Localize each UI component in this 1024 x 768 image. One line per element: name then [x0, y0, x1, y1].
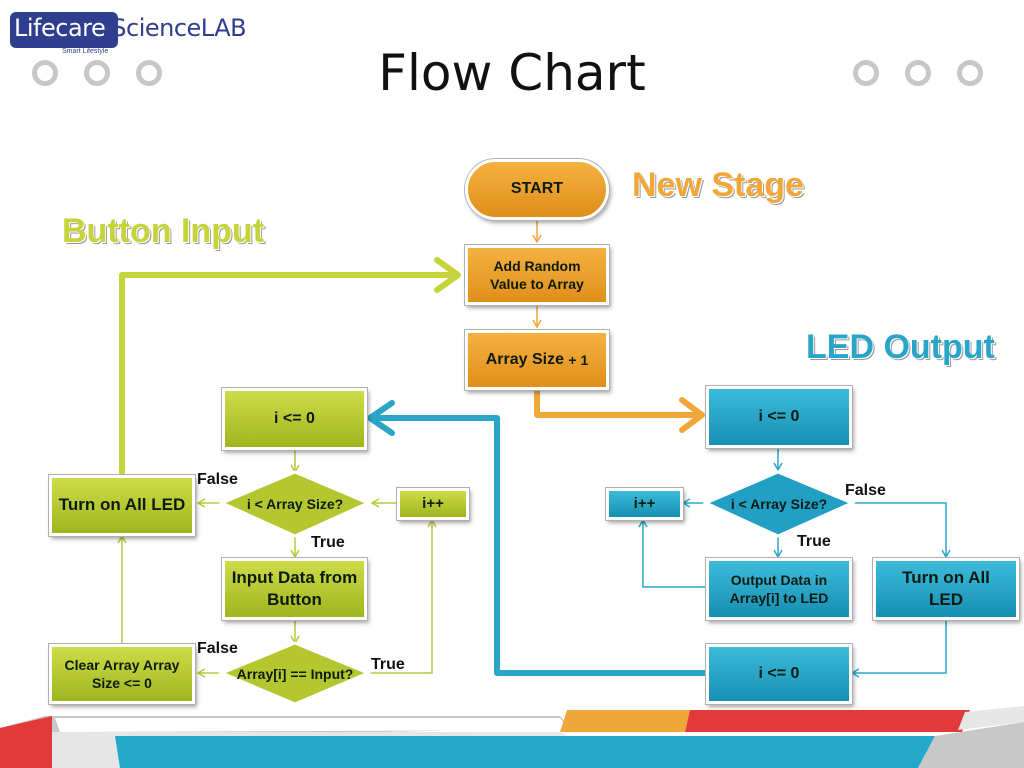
rings-left	[32, 60, 172, 90]
logo-tagline: Smart Lifestyle	[62, 48, 109, 55]
button-init-box: i <= 0	[222, 388, 367, 450]
arrow-green-loop	[119, 272, 455, 475]
led-condition-label: i < Array Size?	[730, 496, 828, 512]
led-reset-box: i <= 0	[706, 644, 852, 704]
arrow-blue-loop	[372, 415, 706, 676]
button-increment-label: i++	[422, 495, 444, 513]
button-turn-on-all-label: Turn on All LED	[58, 495, 186, 515]
button-turn-on-all-box: Turn on All LED	[49, 475, 195, 536]
diamond-blue-condition	[702, 470, 856, 538]
clear-array-label: Clear Array Array Size <= 0	[64, 656, 180, 691]
ring-icon	[957, 60, 983, 86]
add-random-label: Add Random Value to Array	[490, 257, 584, 292]
clear-array-box: Clear Array Array Size <= 0	[49, 644, 195, 704]
led-increment-label: i++	[633, 495, 656, 513]
array-size-label: Array Size	[485, 350, 564, 368]
rings-right	[853, 60, 993, 90]
logo-badge	[10, 12, 118, 48]
led-init-label: i <= 0	[758, 407, 800, 425]
false-label-1: False	[197, 471, 238, 488]
array-size-suffix: + 1	[568, 351, 589, 368]
add-random-value-box: Add Random Value to Array	[465, 245, 609, 305]
page-title: Flow Chart	[378, 44, 646, 102]
array-size-box: Array Size + 1	[465, 330, 609, 390]
led-true-label: True	[797, 533, 831, 550]
output-data-box: Output Data in Array[i] to LED	[706, 558, 852, 620]
logo-text-lifecare: Lifecare	[14, 14, 106, 42]
ring-icon	[136, 60, 162, 86]
led-turn-on-all-label: Turn on All LED	[902, 567, 990, 609]
led-init-box: i <= 0	[706, 386, 852, 448]
label-button-input: Button Input	[62, 212, 265, 250]
false-label-2: False	[197, 640, 238, 657]
diamond-green-compare	[218, 641, 372, 706]
ring-icon	[84, 60, 110, 86]
true-label-1: True	[311, 534, 345, 551]
led-reset-label: i <= 0	[758, 664, 800, 682]
arrow-size-to-led	[534, 390, 700, 418]
compare-label: Array[i] == Input?	[236, 665, 354, 682]
led-increment-box: i++	[606, 488, 683, 520]
start-label: START	[510, 180, 564, 198]
button-condition-label: i < Array Size?	[246, 496, 344, 512]
button-increment-box: i++	[397, 488, 469, 520]
led-turn-on-all-box: Turn on All LED	[873, 558, 1019, 620]
ring-icon	[32, 60, 58, 86]
ring-icon	[905, 60, 931, 86]
ring-icon	[853, 60, 879, 86]
button-init-label: i <= 0	[274, 409, 315, 427]
input-data-box: Input Data from Button	[222, 558, 367, 620]
output-data-label: Output Data in Array[i] to LED	[729, 571, 829, 606]
led-false-label: False	[845, 482, 886, 499]
true-label-2: True	[371, 656, 405, 673]
label-new-stage: New Stage	[632, 166, 804, 204]
logo-text-sciencelab: ScienceLAB	[111, 14, 247, 42]
start-terminal: START	[465, 159, 609, 220]
label-led-output: LED Output	[806, 328, 995, 366]
diamond-green-condition	[218, 470, 372, 538]
input-data-label: Input Data from Button	[231, 567, 358, 609]
